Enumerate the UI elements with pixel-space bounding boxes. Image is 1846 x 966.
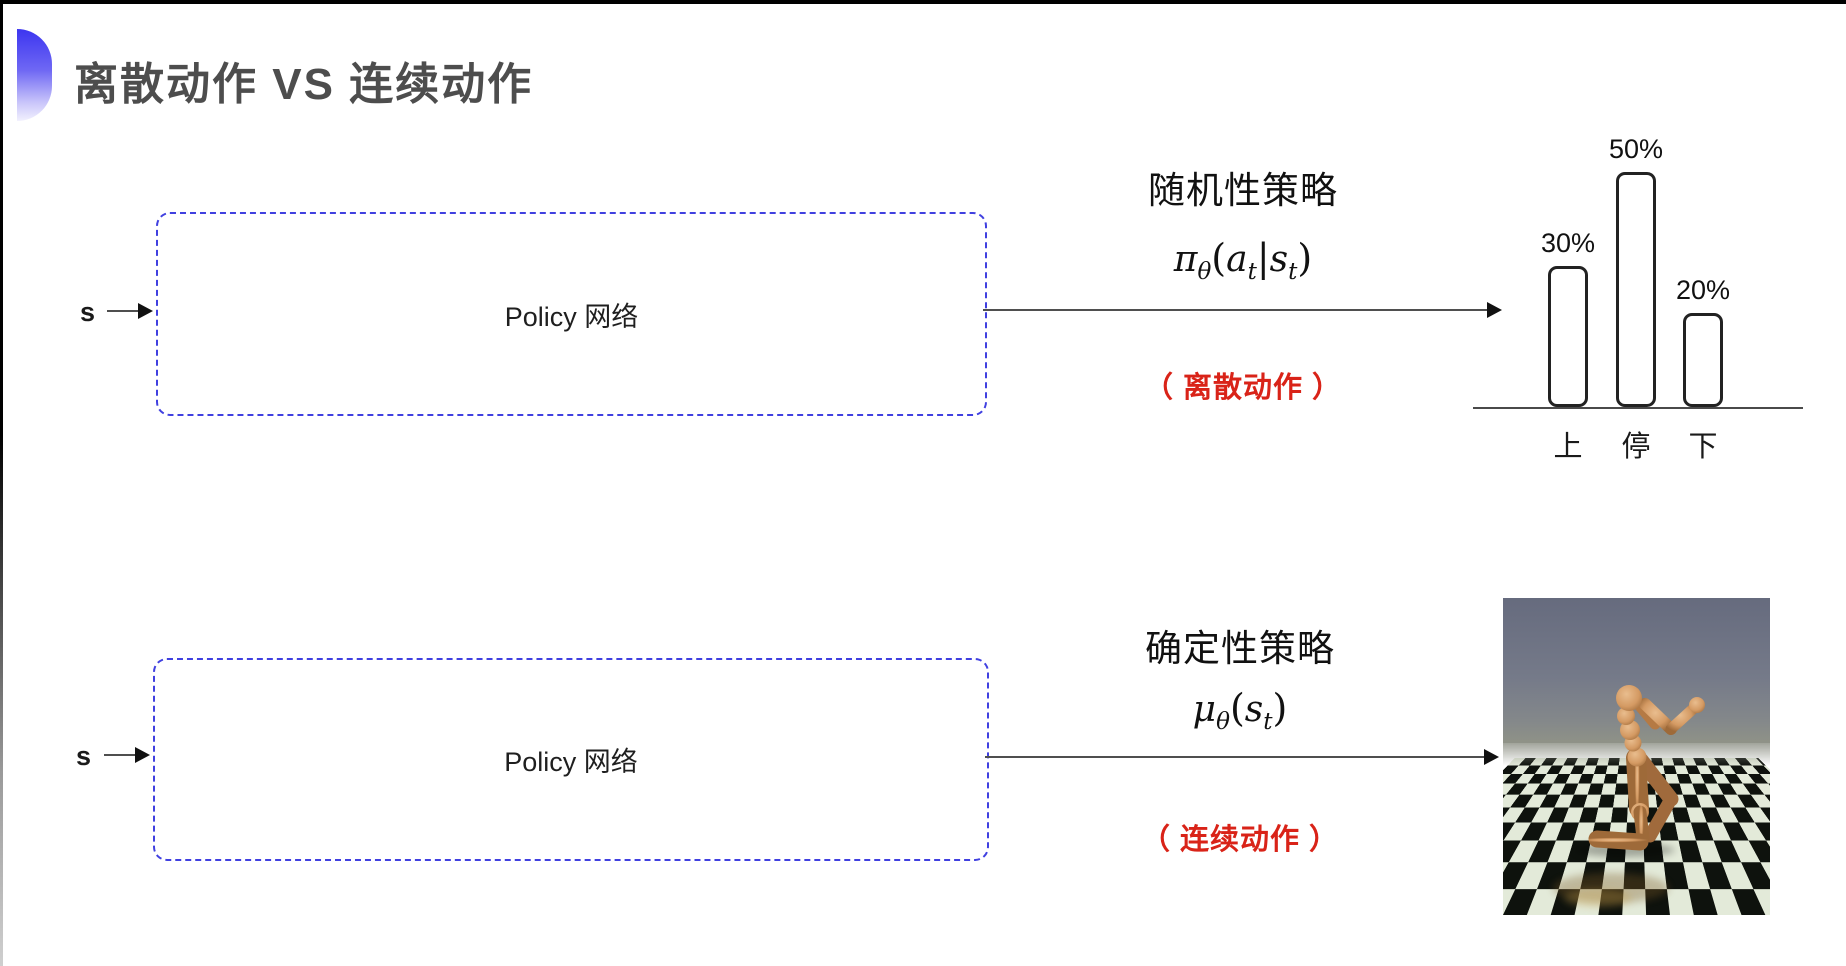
- bar-rect: [1616, 172, 1656, 407]
- frame-edge-top: [0, 0, 1846, 4]
- formula-mu: μ: [1192, 689, 1217, 730]
- action-note-continuous: （ 连续动作 ）: [1140, 824, 1340, 856]
- formula-s-2: s: [1244, 689, 1264, 730]
- frame-edge-left: [0, 0, 3, 966]
- bar-value-label: 30%: [1540, 228, 1596, 258]
- bar-value-label: 50%: [1608, 134, 1664, 164]
- formula-bar: |: [1256, 236, 1270, 280]
- title-bullet-icon: [17, 29, 52, 121]
- formula-pi: π: [1173, 239, 1198, 280]
- formula-theta-sub: θ: [1197, 259, 1212, 286]
- action-probability-bar-chart: 30% 50% 20% 上 停 下: [1473, 98, 1803, 463]
- sim-sky: [1503, 598, 1770, 743]
- formula-s-sub-2: t: [1263, 709, 1273, 736]
- bar-category-label: 上: [1553, 431, 1583, 463]
- formula-a: a: [1226, 239, 1248, 280]
- policy-type-deterministic: 确定性策略: [1145, 628, 1335, 669]
- formula-theta-sub-2: θ: [1216, 709, 1230, 736]
- formula-a-sub: t: [1247, 259, 1257, 286]
- bar-chart-categories: 上停下: [1473, 409, 1803, 463]
- policy-network-box-2: Policy 网络: [153, 658, 989, 861]
- formula-close-paren: ): [1297, 236, 1313, 280]
- bar-rect: [1548, 266, 1588, 407]
- formula-close-paren-2: ): [1272, 686, 1288, 730]
- output-arrow-1: [983, 302, 1502, 318]
- state-input-label-1: s: [80, 297, 96, 327]
- page-title: 离散动作 VS 连续动作: [74, 60, 534, 109]
- policy-type-stochastic: 随机性策略: [1148, 170, 1338, 211]
- state-input-label-2: s: [76, 741, 92, 771]
- bar-rect: [1683, 313, 1723, 407]
- bar-category-label: 停: [1621, 431, 1651, 463]
- output-arrow-2: [985, 749, 1499, 765]
- action-note-discrete: （ 离散动作 ）: [1143, 372, 1343, 404]
- humanoid-robot-figure: [1553, 685, 1705, 907]
- policy-network-label-2: Policy 网络: [504, 747, 638, 777]
- bar-下: 20%: [1676, 275, 1730, 407]
- formula-open-paren: (: [1211, 236, 1227, 280]
- policy-network-label-1: Policy 网络: [504, 301, 639, 332]
- policy-network-box-1: Policy 网络: [156, 212, 987, 416]
- humanoid-simulation-image: [1503, 598, 1770, 915]
- formula-open-paren-2: (: [1229, 686, 1245, 730]
- bar-value-label: 20%: [1675, 275, 1731, 305]
- bar-上: 30%: [1541, 228, 1595, 407]
- formula-stochastic: πθ(at|st): [1043, 236, 1443, 285]
- input-arrow-2: [104, 747, 150, 763]
- formula-s-sub: t: [1288, 259, 1298, 286]
- input-arrow-1: [107, 303, 153, 319]
- bar-chart-axis: 30% 50% 20%: [1473, 98, 1803, 409]
- formula-s: s: [1269, 239, 1289, 280]
- bar-category-label: 下: [1688, 431, 1718, 463]
- bar-停: 50%: [1609, 134, 1663, 407]
- formula-deterministic: μθ(st): [1040, 686, 1440, 735]
